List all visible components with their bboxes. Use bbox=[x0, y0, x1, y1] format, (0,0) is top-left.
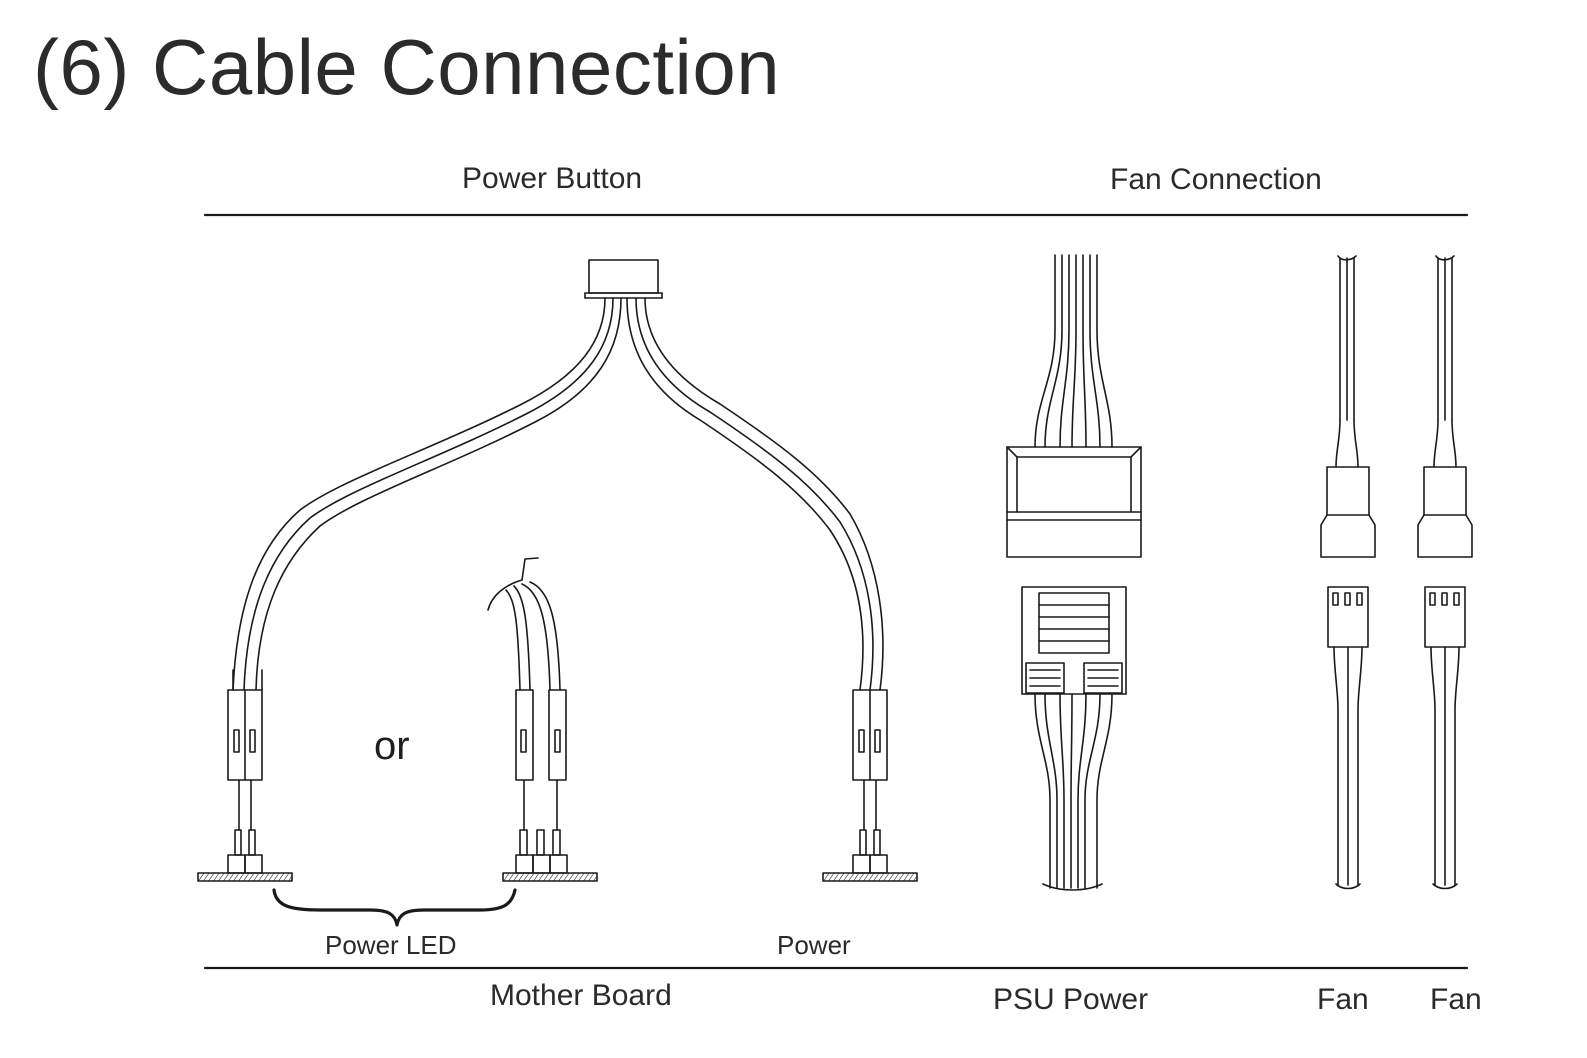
power-button-connector bbox=[584, 259, 663, 299]
power-led-label: Power LED bbox=[325, 930, 457, 960]
psu-molex-male bbox=[1021, 586, 1127, 695]
psu-power-label: PSU Power bbox=[993, 983, 1149, 1016]
power-switch-plug bbox=[822, 689, 918, 882]
mother-board-label: Mother Board bbox=[490, 979, 672, 1012]
middle-led-plug bbox=[487, 557, 598, 882]
power-led-brace bbox=[272, 888, 517, 927]
left-led-plug bbox=[197, 689, 293, 882]
fan-connector-1 bbox=[1320, 255, 1376, 890]
power-label: Power bbox=[777, 930, 851, 960]
psu-molex-cable-bottom bbox=[1034, 693, 1113, 891]
power-button-heading: Power Button bbox=[462, 162, 643, 195]
psu-molex-cable-top bbox=[1034, 254, 1113, 448]
fan-label-1: Fan bbox=[1317, 983, 1369, 1016]
left-cable bbox=[232, 297, 622, 691]
fan-connection-heading: Fan Connection bbox=[1110, 163, 1322, 196]
psu-molex-female bbox=[1006, 446, 1142, 558]
right-cable bbox=[626, 297, 884, 691]
page-title: (6) Cable Connection bbox=[33, 23, 781, 111]
fan-connector-2 bbox=[1417, 255, 1473, 890]
or-label: or bbox=[374, 724, 410, 768]
fan-label-2: Fan bbox=[1430, 983, 1482, 1016]
